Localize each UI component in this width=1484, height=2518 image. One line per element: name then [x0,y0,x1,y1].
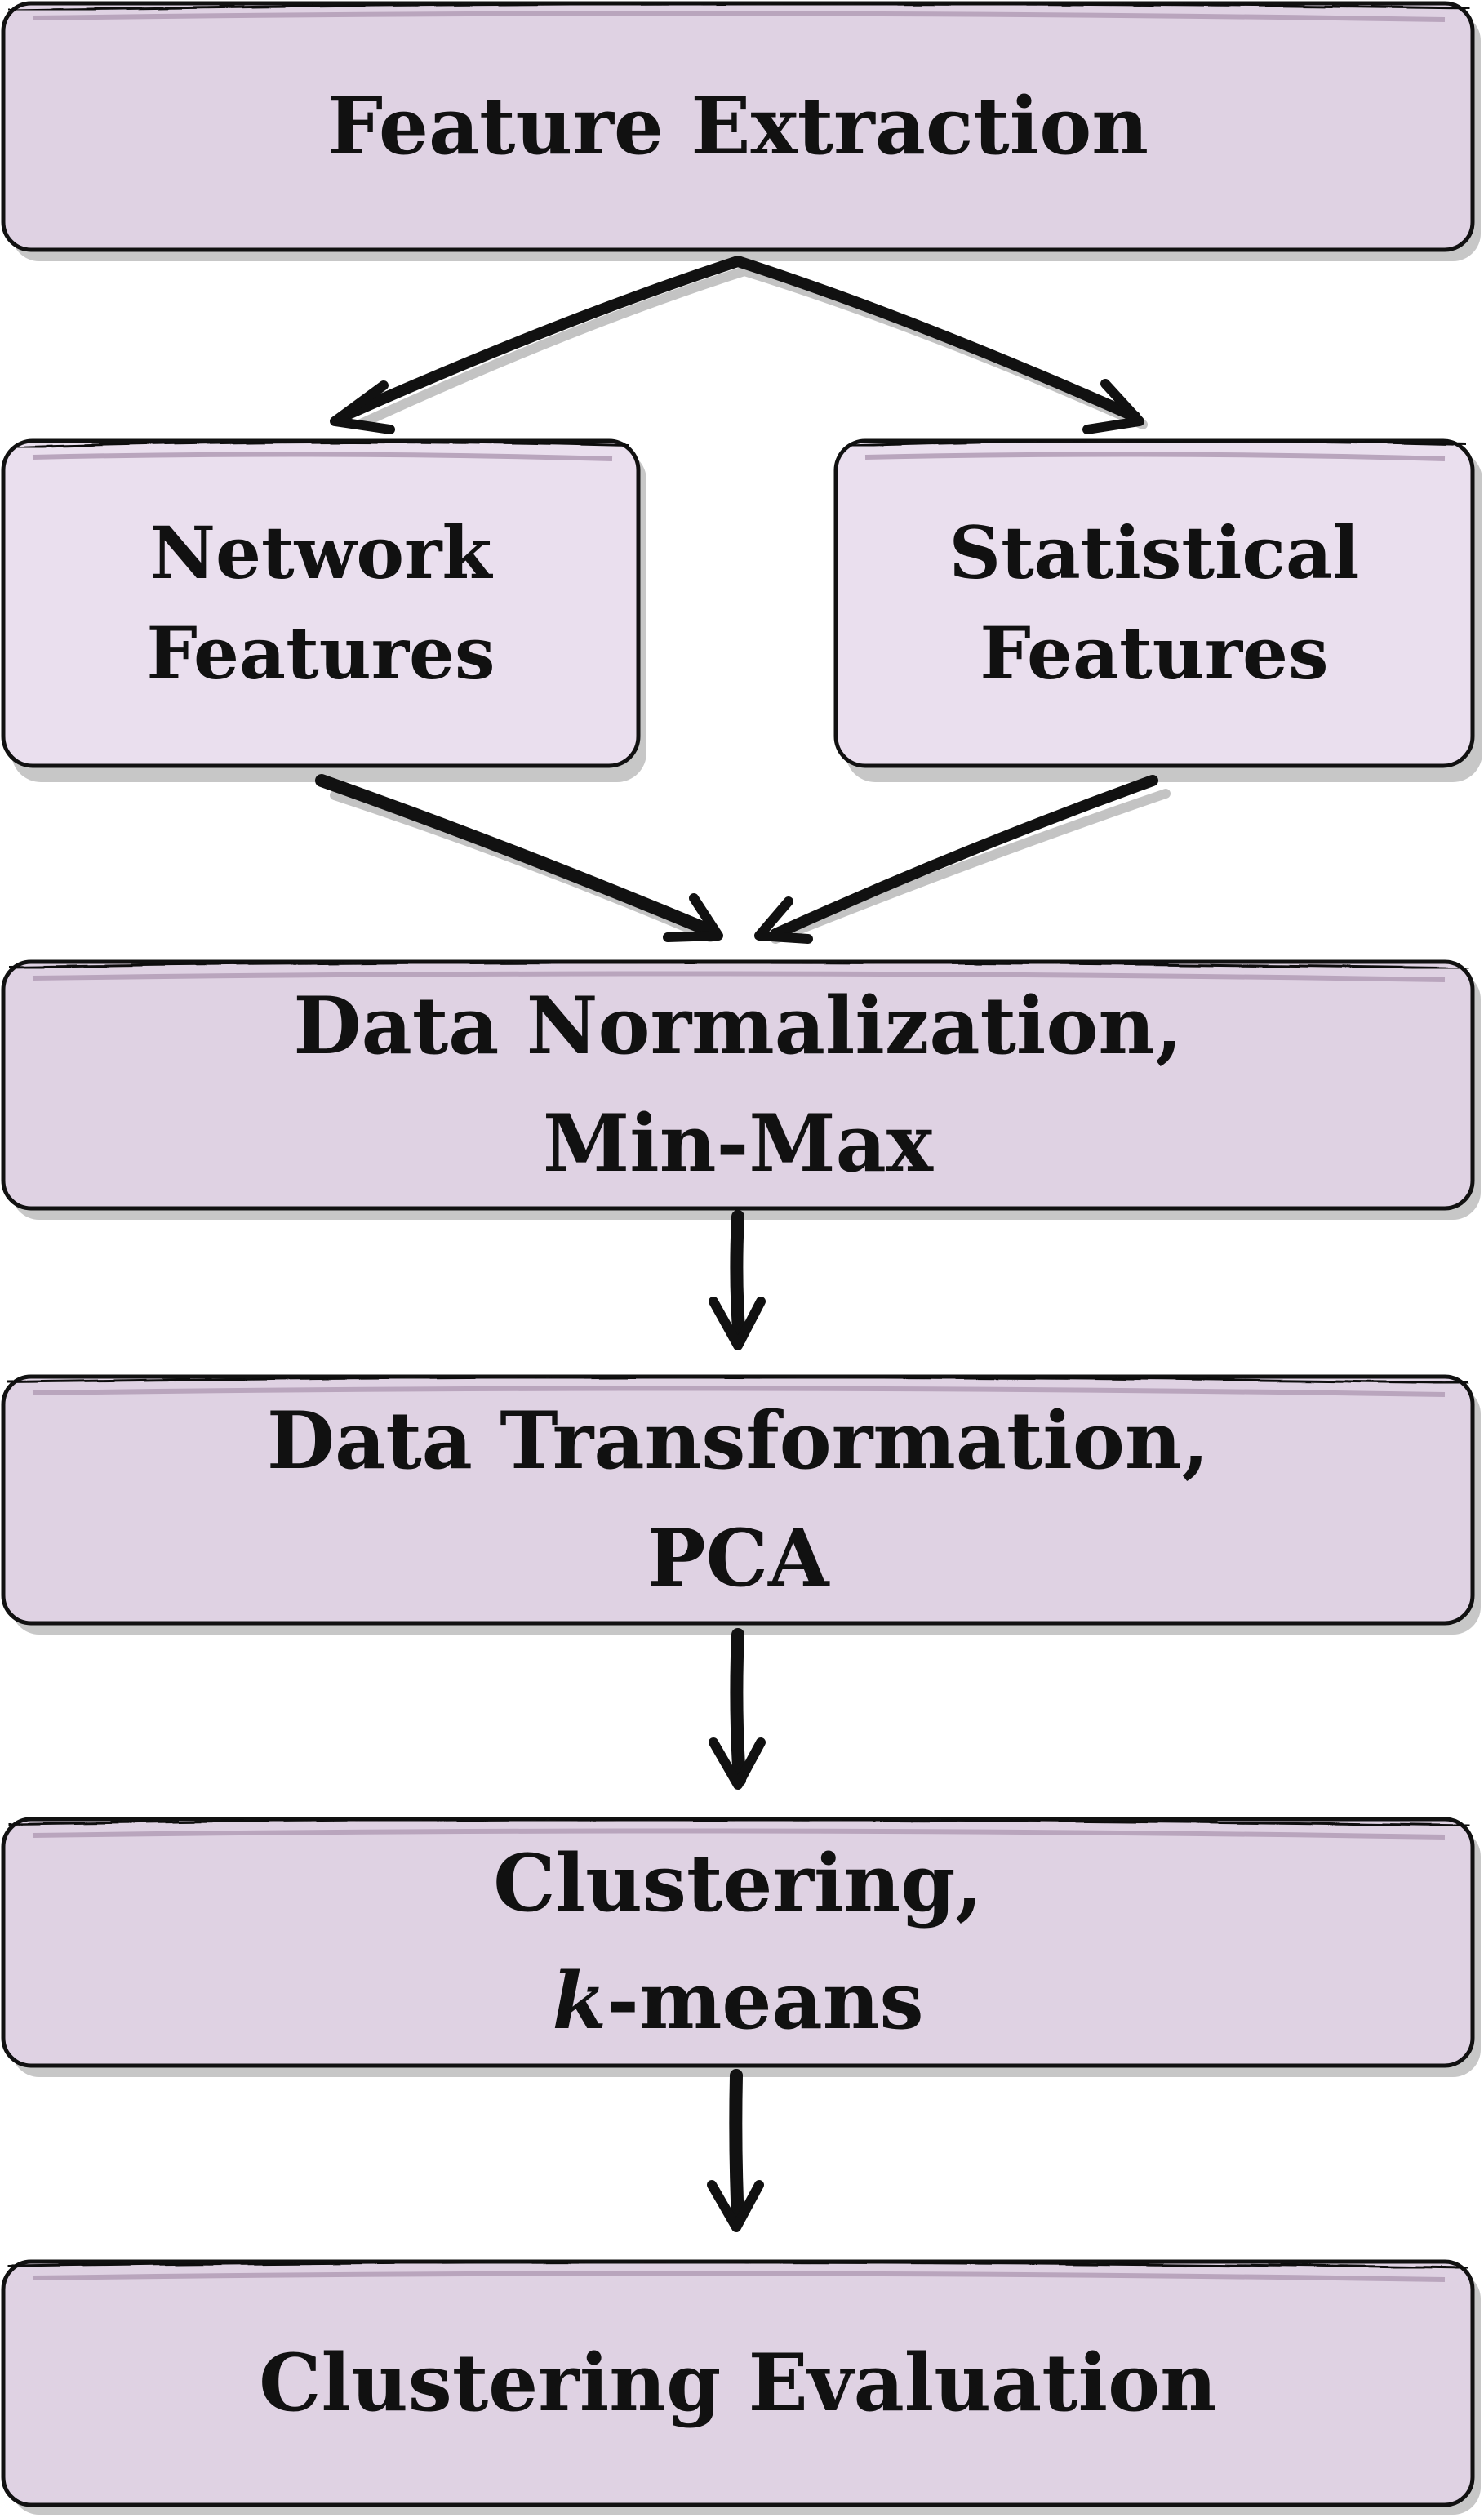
statistical-features-line1: Statistical [949,509,1360,595]
clustering-evaluation-text: Clustering Evaluation [259,2336,1217,2429]
arrow-transformation-to-clustering [709,1628,766,1790]
network-features-line1: Network [149,509,492,595]
feature-extraction-text: Feature Extraction [327,79,1149,172]
statistical-features-line2: Features [980,611,1329,696]
statistical-features-box [833,438,1475,768]
arrow-feature-extraction-to-statistical [732,256,1144,434]
data-normalization-label: Data Normalization, Min-Max [3,962,1473,1208]
network-features-line2: Features [146,611,495,696]
arrow-statistical-to-normalization [754,775,1158,944]
data-normalization-line1: Data Normalization, [293,980,1183,1072]
feature-extraction-label: Feature Extraction [3,3,1473,250]
feature-extraction-box [1,1,1475,252]
data-transformation-line2: PCA [646,1512,829,1604]
arrow-feature-extraction-to-network [330,256,744,434]
arrow-clustering-to-evaluation [707,2069,764,2232]
clustering-line2: k-means [552,1942,923,2060]
data-normalization-line2: Min-Max [542,1097,934,1190]
arrow-network-to-normalization [315,774,723,942]
clustering-evaluation-label: Clustering Evaluation [3,2262,1473,2505]
data-normalization-box [1,959,1475,1211]
arrow-normalization-to-transformation [709,1210,766,1350]
clustering-evaluation-box [1,2259,1475,2507]
clustering-k-italic: k [552,1955,606,2047]
clustering-label: Clustering, k-means [3,1819,1473,2066]
data-transformation-line1: Data Transformation, [266,1395,1210,1487]
clustering-means-text: -means [606,1955,924,2047]
shadow-layer [11,13,1482,2515]
network-features-box [1,438,641,768]
statistical-features-label: Statistical Features [836,441,1473,766]
data-transformation-label: Data Transformation, PCA [3,1377,1473,1623]
clustering-box [1,1817,1475,2068]
network-features-label: Network Features [3,441,638,766]
arrow-layer [315,256,1171,2232]
clustering-line1: Clustering, [493,1837,983,1929]
data-transformation-box [1,1374,1475,1626]
